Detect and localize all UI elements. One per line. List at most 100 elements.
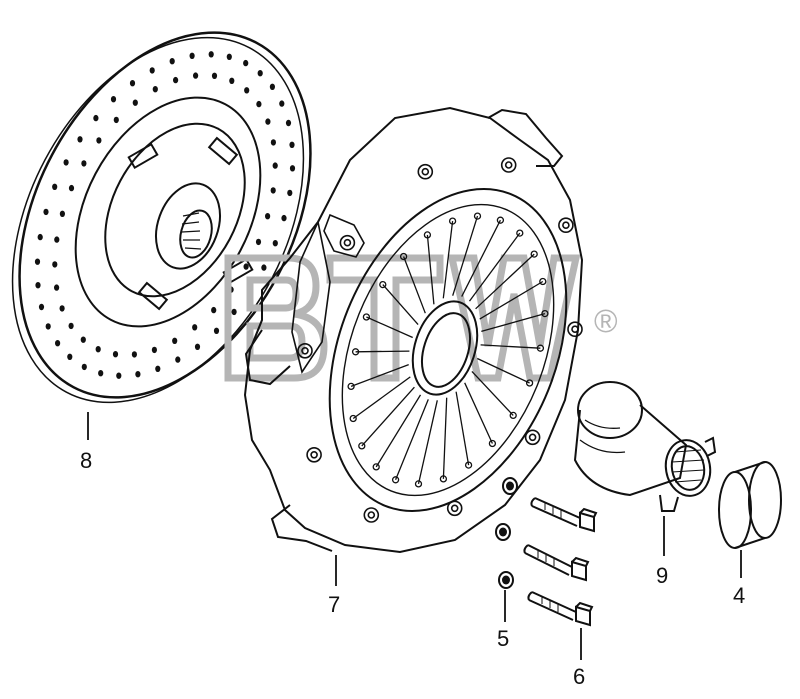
spring-finger — [355, 350, 410, 353]
disc-rivet-hole — [52, 261, 58, 268]
spring-finger — [375, 394, 422, 468]
cover-bolt-hole — [528, 433, 537, 442]
spring-finger — [481, 312, 546, 333]
disc-rivet-hole — [113, 116, 119, 124]
disc-rivet-hole — [98, 370, 104, 377]
cover-bolt-boss — [558, 217, 574, 233]
cover-bolt-boss — [500, 157, 517, 173]
spring-finger — [464, 382, 493, 444]
disc-rivet-hole — [269, 83, 275, 91]
cover-face-ring — [341, 203, 555, 497]
spring-finger-tip — [473, 212, 482, 220]
bearing-sleeve-splines — [671, 449, 705, 483]
bolt-3 — [527, 591, 594, 627]
callout-7: 7 — [328, 592, 340, 617]
callout-5: 5 — [497, 626, 509, 651]
disc-rivet-hole — [110, 96, 117, 103]
disc-rivet-hole — [213, 327, 220, 334]
leader-lines — [87, 412, 742, 660]
cover-bolt-hole — [310, 450, 318, 459]
ring-top-edge — [734, 461, 766, 473]
spring-finger-tip — [530, 250, 538, 258]
cover-bolt-hole — [421, 167, 430, 176]
watermark-logo — [224, 254, 581, 382]
disc-rivet-hole — [152, 86, 158, 93]
disc-rivet-hole — [289, 141, 295, 148]
spring-finger — [366, 316, 413, 339]
callout-labels: 8 7 5 6 9 4 — [80, 448, 745, 689]
bearing-sleeve-face — [664, 439, 712, 497]
disc-rivet-hole — [132, 99, 138, 106]
disc-outer-rim — [18, 31, 312, 399]
watermark-letter-w — [447, 254, 581, 382]
spring-finger — [479, 280, 544, 320]
disc-rivet-hole — [175, 356, 181, 363]
disc-rivet-hole — [149, 67, 155, 74]
disc-rivet-hole — [243, 59, 249, 67]
cover-lug-left — [244, 329, 291, 386]
disc-rivet-hole — [189, 52, 195, 59]
disc-rivet-hole — [285, 119, 292, 127]
callout-8: 8 — [80, 448, 92, 473]
cover-bolt-hole — [301, 346, 309, 355]
cover-housing-outline — [243, 106, 584, 554]
spring-finger-tip — [349, 414, 357, 423]
disc-rivet-hole — [226, 53, 232, 60]
bolt-2 — [523, 544, 590, 582]
damper-spring-2 — [207, 136, 239, 166]
disc-rivet-hole — [67, 353, 73, 360]
cover-bracket-top-left — [323, 213, 365, 258]
cover-bolt-hole — [367, 511, 376, 519]
disc-damper-plate — [104, 122, 246, 298]
disc-rivet-hole — [287, 189, 293, 197]
washers-part-5 — [495, 477, 518, 589]
ring-bottom-edge — [734, 537, 766, 549]
disc-rivet-hole — [135, 371, 141, 378]
disc-rivet-hole — [208, 51, 214, 58]
disc-rivet-hole — [37, 233, 43, 241]
disc-rim-edge — [11, 36, 305, 404]
bearing-outer-race — [577, 381, 643, 439]
spring-finger-tip — [448, 217, 457, 225]
disc-rivet-hole — [173, 76, 179, 84]
spring-finger-tip — [347, 382, 355, 391]
spring-finger-tip — [525, 379, 534, 387]
spring-finger — [442, 397, 448, 479]
washer-3 — [498, 571, 514, 589]
disc-rivet-hole — [192, 324, 198, 331]
spring-finger — [475, 253, 535, 310]
spring-finger-tip — [464, 461, 473, 469]
disc-rivet-hole — [257, 70, 263, 77]
disc-rivet-hole — [211, 72, 218, 80]
disc-rivet-hole — [270, 139, 276, 146]
spring-finger-tip — [351, 348, 360, 356]
spring-finger-tip — [516, 229, 524, 237]
spring-finger-tip — [358, 442, 366, 450]
spring-finger-tip — [399, 252, 408, 261]
cover-bolt-boss — [363, 507, 380, 523]
cover-bolt-boss — [524, 429, 541, 446]
disc-rivet-hole — [43, 208, 49, 216]
ring-back-face — [748, 461, 782, 539]
bearing-body — [573, 404, 688, 497]
disc-rivet-hole — [151, 346, 157, 354]
disc-rivet-hole — [272, 162, 278, 169]
spring-finger-tip — [539, 277, 547, 286]
bearing-ear-right — [704, 436, 717, 457]
disc-hub-bore — [179, 209, 213, 259]
disc-rivet-hole — [265, 213, 271, 220]
cover-bolt-boss — [339, 234, 356, 251]
disc-rivet-hole — [96, 137, 102, 144]
spring-finger — [394, 399, 429, 481]
callout-4: 4 — [733, 583, 745, 608]
spring-finger — [382, 284, 419, 326]
spring-finger-tip — [391, 476, 400, 484]
disc-rivet-hole — [244, 87, 250, 94]
cover-bolt-bosses — [297, 157, 583, 523]
cover-bolt-hole — [450, 504, 459, 513]
diaphragm-center-bore — [421, 312, 471, 388]
disc-rivet-hole — [169, 58, 175, 65]
disc-rivet-hole — [77, 136, 83, 143]
disc-rivet-hole — [35, 282, 41, 289]
disc-rivet-hole — [59, 210, 65, 217]
